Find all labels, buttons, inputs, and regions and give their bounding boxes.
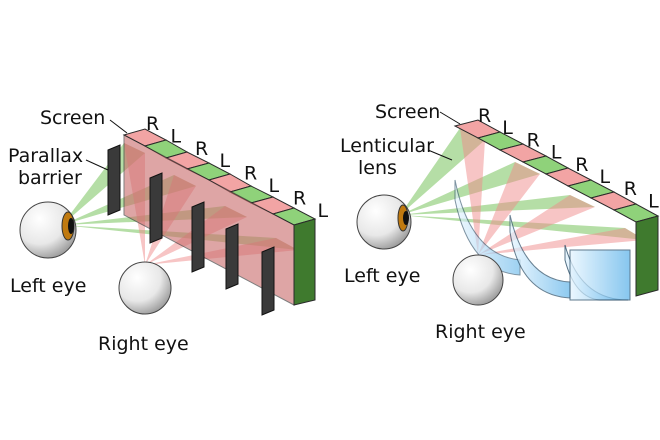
- screen-strip-right: [453, 119, 660, 297]
- right-eye-label-right: Right eye: [435, 321, 526, 343]
- screen-strip-left: [122, 128, 317, 306]
- left-pixel-label-7: R: [293, 187, 306, 209]
- screen-label-right: Screen: [375, 101, 440, 123]
- right-pixel-label-3: R: [527, 129, 540, 151]
- barrier-slats: [107, 144, 275, 316]
- left-pixel-label-4: L: [220, 150, 231, 172]
- screen-leader-right: [439, 111, 461, 125]
- right-pixel-label-5: R: [575, 154, 588, 176]
- left-pixel-label-3: R: [195, 138, 208, 160]
- barrier-label-line1: Parallax barrier: [8, 145, 89, 189]
- right-pixel-label-7: R: [624, 178, 637, 200]
- barrier-leader: [85, 159, 109, 171]
- right-pixel-label-2: L: [502, 117, 513, 139]
- right-pixel-label-8: L: [648, 190, 659, 212]
- right-pixel-label-4: L: [551, 142, 562, 164]
- left-pixel-label-6: L: [269, 175, 280, 197]
- lens-right-eye-icon: [452, 254, 504, 306]
- left-eye-label-left: Left eye: [10, 275, 86, 297]
- screen-label-left: Screen: [40, 107, 105, 129]
- right-eye-label-left: Right eye: [98, 333, 189, 355]
- left-eye-icon: [19, 201, 77, 259]
- right-eye-icon: [118, 261, 172, 315]
- lens-leader: [427, 149, 453, 161]
- left-pixel-label-5: R: [244, 163, 257, 185]
- left-pixel-label-8: L: [318, 200, 329, 222]
- screen-leader-left: [109, 119, 128, 134]
- right-pixel-label-6: L: [600, 166, 611, 188]
- lens-left-eye-icon: [356, 194, 412, 250]
- left-pixel-label-2: L: [171, 125, 182, 147]
- lenticular-lens-bodies: [454, 179, 631, 301]
- left-eye-label-right: Left eye: [344, 265, 420, 287]
- right-pixel-label-1: R: [478, 105, 491, 127]
- lens-label: Lenticular lens: [340, 135, 440, 179]
- left-pixel-label-1: R: [146, 113, 159, 135]
